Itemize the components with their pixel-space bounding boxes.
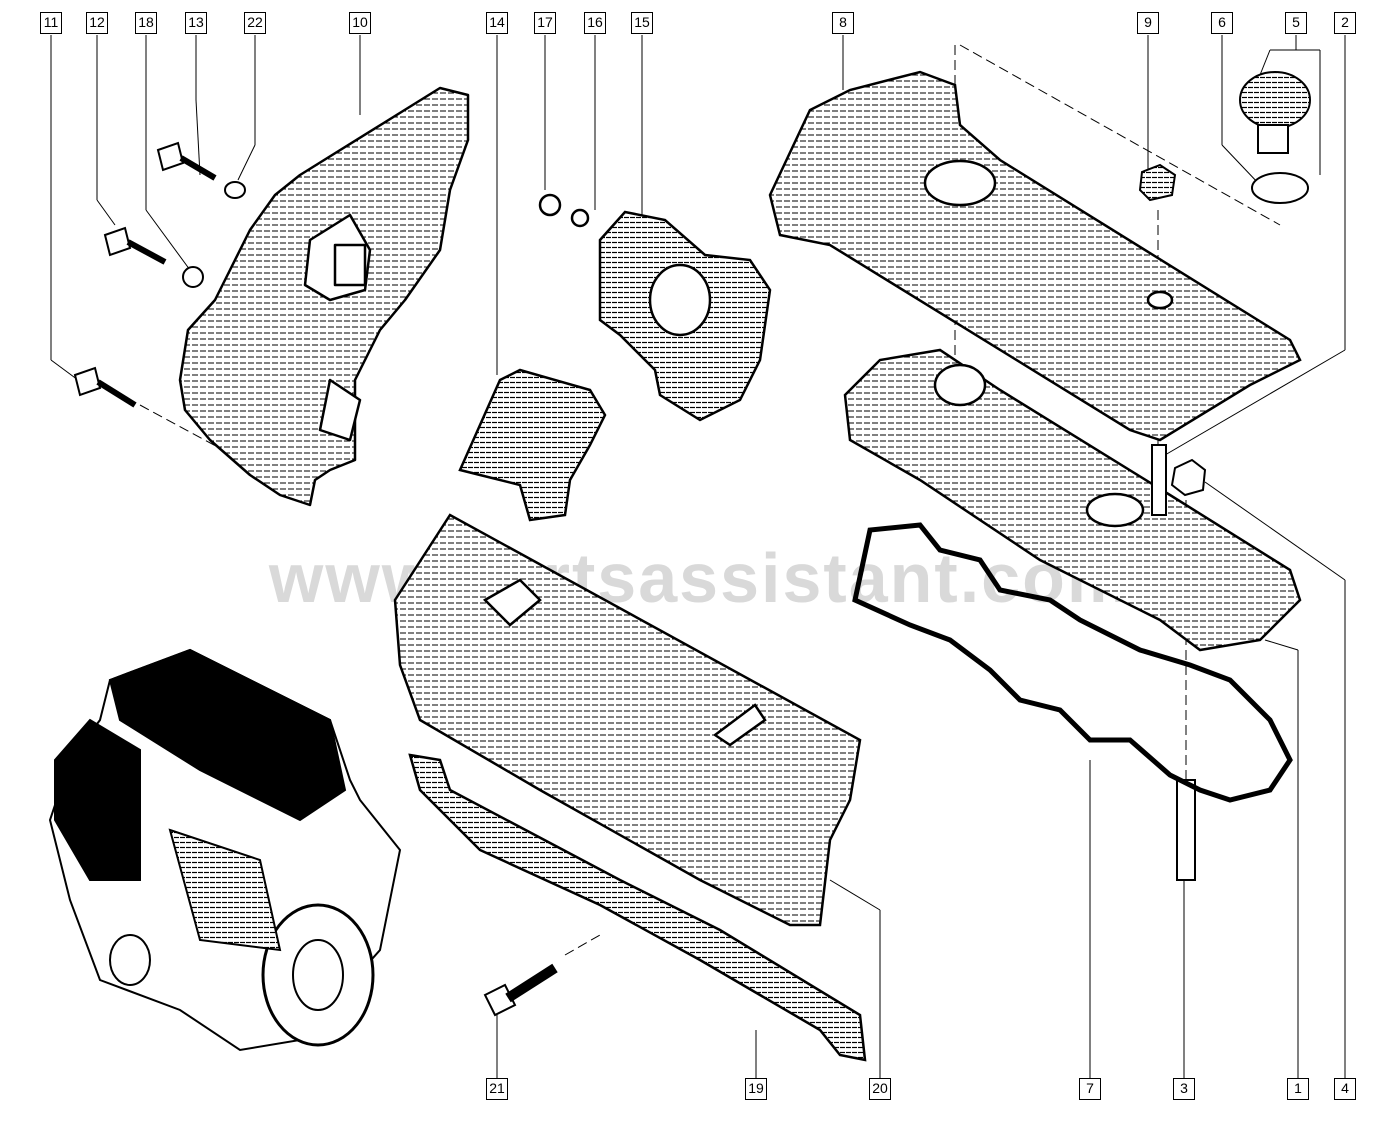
oil-filler-cap-icon: [1239, 71, 1311, 129]
nut-icon: [1138, 163, 1177, 202]
leader-lines: [50, 35, 1346, 1078]
callout-5[interactable]: 5: [1285, 12, 1307, 34]
callout-13[interactable]: 13: [185, 12, 207, 34]
cylinder-head-cover-icon: [843, 348, 1302, 652]
engine-assembly-icon: [48, 648, 402, 1052]
timing-belt-cover-icon: [178, 86, 470, 507]
stud-icon: [1176, 779, 1196, 881]
stud-icon: [1151, 444, 1167, 516]
bolt-icon: [483, 963, 558, 1017]
callout-9[interactable]: 9: [1137, 12, 1159, 34]
callout-22[interactable]: 22: [244, 12, 266, 34]
callout-19[interactable]: 19: [745, 1078, 767, 1100]
water-outlet-housing-icon: [538, 193, 772, 422]
callout-14[interactable]: 14: [486, 12, 508, 34]
callout-17[interactable]: 17: [534, 12, 556, 34]
callout-21[interactable]: 21: [486, 1078, 508, 1100]
valve-cover-icon: [768, 70, 1302, 442]
callout-7[interactable]: 7: [1079, 1078, 1101, 1100]
gasket-icon: [852, 522, 1293, 803]
seal-ring-icon: [1251, 172, 1309, 204]
bolt-icon: [73, 141, 246, 408]
engine-trim-cover-icon: [393, 513, 862, 927]
cover-rail-icon: [408, 753, 867, 1062]
nut-icon: [1170, 458, 1207, 497]
callout-15[interactable]: 15: [631, 12, 653, 34]
callout-2[interactable]: 2: [1334, 12, 1356, 34]
callout-6[interactable]: 6: [1211, 12, 1233, 34]
callout-4[interactable]: 4: [1334, 1078, 1356, 1100]
bracket-icon: [458, 368, 607, 522]
callout-3[interactable]: 3: [1173, 1078, 1195, 1100]
callout-18[interactable]: 18: [135, 12, 157, 34]
callout-8[interactable]: 8: [832, 12, 854, 34]
callout-11[interactable]: 11: [40, 12, 62, 34]
callout-20[interactable]: 20: [869, 1078, 891, 1100]
callout-1[interactable]: 1: [1287, 1078, 1309, 1100]
callout-12[interactable]: 12: [86, 12, 108, 34]
callout-10[interactable]: 10: [349, 12, 371, 34]
callout-16[interactable]: 16: [584, 12, 606, 34]
